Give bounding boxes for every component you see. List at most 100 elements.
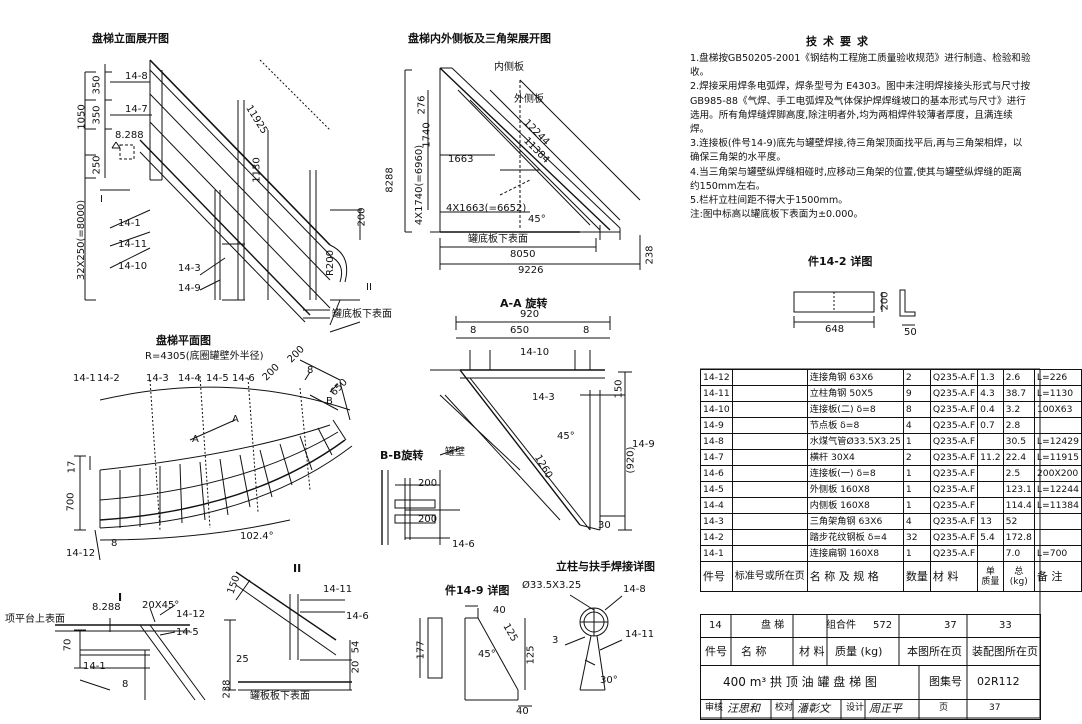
note-line: 3.连接板(件号14-9)底先与罐壁焊接,待三角架顶面找平后,再与三角架相焊，以 xyxy=(690,138,1023,150)
tb-page: 37 xyxy=(944,620,957,631)
bom-cell: 5.4 xyxy=(977,529,1004,546)
bom-cell xyxy=(731,401,808,418)
aa-dim-920b: (920) xyxy=(625,446,637,474)
bom-cell: 13 xyxy=(977,513,1004,530)
bom-cell: Q235-A.F xyxy=(929,497,979,514)
detail-2-title: II xyxy=(293,562,302,575)
bom-cell: L=11384 xyxy=(1033,497,1082,514)
bom-cell xyxy=(1033,529,1082,546)
bom-cell: 114.4 xyxy=(1002,497,1035,514)
bom-cell: 节点板 δ=8 xyxy=(806,417,904,434)
plan-title: 盘梯平面图 xyxy=(156,334,211,347)
bom-cell xyxy=(731,385,808,402)
dim-1050: 1050 xyxy=(76,104,88,130)
d1-dim-70: 70 xyxy=(62,638,74,652)
bom-cell: 100X63 xyxy=(1033,401,1082,418)
bom-cell: 52 xyxy=(1002,513,1035,530)
bom-cell: 0.4 xyxy=(977,401,1004,418)
aa-dim-8b: 8 xyxy=(583,325,590,336)
bom-cell: L=700 xyxy=(1033,545,1082,562)
side-plates-view xyxy=(404,67,641,270)
dim-8050: 8050 xyxy=(510,249,536,260)
post-detail-title: 立柱与扶手焊接详图 xyxy=(556,560,655,573)
bom-cell: 30.5 xyxy=(1002,433,1035,450)
title-row-3: 400 m³ 拱 顶 油 罐 盘 梯 图 图集号 02R112 xyxy=(701,665,1040,700)
bom-cell: 连接角钢 63X6 xyxy=(806,369,904,386)
technical-notes: 1.盘梯按GB50205-2001《钢结构工程施工质量验收规范》进行制造、检验和… xyxy=(690,52,1035,222)
bom-cell xyxy=(731,449,808,466)
dim-r200: R200 xyxy=(325,249,337,277)
inner-plate-label: 内侧板 xyxy=(494,62,524,73)
bom-cell: 1 xyxy=(902,481,931,498)
bom-header-unit: 单质量 xyxy=(977,561,1004,592)
bom-cell: 连接板(二) δ=8 xyxy=(806,401,904,418)
detail-14-9-title: 件14-9 详图 xyxy=(445,584,510,597)
dim-total-height: 32X250(=8000) xyxy=(76,199,88,281)
d1-part-14-5: 14-5 xyxy=(176,627,199,638)
plan-dim-8b: 8 xyxy=(111,538,118,549)
d2-part-14-11: 14-11 xyxy=(323,584,353,595)
bom-cell: L=12429 xyxy=(1033,433,1082,450)
d149-dim-125b: 125 xyxy=(525,645,537,665)
detail-1-view xyxy=(55,604,206,701)
bom-cell: 水煤气管Ø33.5X3.25 xyxy=(806,433,904,450)
elevation-bottom-note: 罐底板下表面 xyxy=(332,309,392,320)
aa-part-14-9: 14-9 xyxy=(632,439,655,450)
bom-cell: Q235-A.F xyxy=(929,545,979,562)
tb-part-no: 14 xyxy=(709,620,722,631)
plan-dim-17: 17 xyxy=(66,460,78,474)
title-row-2: 件号 名 称 材 料 质量 (kg) 本图所在页 装配图所在页 xyxy=(701,637,1040,666)
bom-cell: 38.7 xyxy=(1002,385,1035,402)
bom-cell: 2 xyxy=(902,449,931,466)
bom-cell: 连接板(一) δ=8 xyxy=(806,465,904,482)
detail-14-9-view xyxy=(419,605,532,707)
drawing-title: 400 m³ 拱 顶 油 罐 盘 梯 图 xyxy=(723,675,877,689)
bom-header-row: 件号 标准号或所在页 名 称 及 规 格 数量 材 料 单质量 总(kg) 备 … xyxy=(700,561,1082,592)
aa-dim-150: 150 xyxy=(613,379,625,399)
angle-45: 45° xyxy=(528,214,546,225)
bom-cell xyxy=(1033,417,1082,434)
d1-top-platform: 项平台上表面 xyxy=(5,614,65,625)
aa-part-14-10: 14-10 xyxy=(520,347,550,358)
tb-h-page: 本图所在页 xyxy=(907,645,962,658)
title-row-4: 审核 汪思和 校对 潘彰文 设计 周正平 页 37 xyxy=(701,699,1040,719)
side-bottom-note: 罐底板下表面 xyxy=(468,234,528,245)
d1-dim-8: 8 xyxy=(122,679,129,690)
bb-tank-wall: 罐壁 xyxy=(445,447,465,458)
bom-cell: 7.0 xyxy=(1002,545,1035,562)
aa-dim-30: 30 xyxy=(598,520,611,531)
bom-cell: Q235-A.F xyxy=(929,369,979,386)
plan-dim-8: 8 xyxy=(307,365,314,376)
mark-II: II xyxy=(366,282,372,293)
d2-dim-20: 20 xyxy=(350,660,362,674)
post-part-14-11: 14-11 xyxy=(625,629,655,640)
part-14-11-label: 14-11 xyxy=(118,239,148,250)
bom-cell: 4.3 xyxy=(977,385,1004,402)
bom-cell xyxy=(731,513,808,530)
part-14-3-label: 14-3 xyxy=(178,263,201,274)
bb-dim-200b: 200 xyxy=(418,514,438,525)
bom-cell xyxy=(731,481,808,498)
bom-cell: Q235-A.F xyxy=(929,401,979,418)
plan-part-14-2: 14-2 xyxy=(97,373,120,384)
dim-1663: 1663 xyxy=(448,154,474,165)
bom-cell: 0.7 xyxy=(977,417,1004,434)
d149-dim-40a: 40 xyxy=(493,605,506,616)
bom-cell: 14-9 xyxy=(700,417,733,434)
check-signature: 潘彰文 xyxy=(797,702,830,715)
dim-350b: 350 xyxy=(91,105,103,125)
bom-cell: 2.8 xyxy=(1002,417,1035,434)
note-line: 确保三角架的水平度。 xyxy=(690,152,786,164)
part-14-1-label: 14-1 xyxy=(118,218,141,229)
note-line: 注:图中标高以罐底板下表面为±0.000。 xyxy=(690,209,864,221)
dim-9226: 9226 xyxy=(518,265,544,276)
bom-cell: 3.2 xyxy=(1002,401,1035,418)
notes-title: 技术要求 xyxy=(806,35,874,48)
aa-dim-920: 920 xyxy=(520,309,540,320)
bom-cell: 2 xyxy=(902,369,931,386)
bom-header-name: 名 称 及 规 格 xyxy=(806,561,904,592)
dim-250: 250 xyxy=(91,155,103,175)
bom-cell: 14-12 xyxy=(700,369,733,386)
